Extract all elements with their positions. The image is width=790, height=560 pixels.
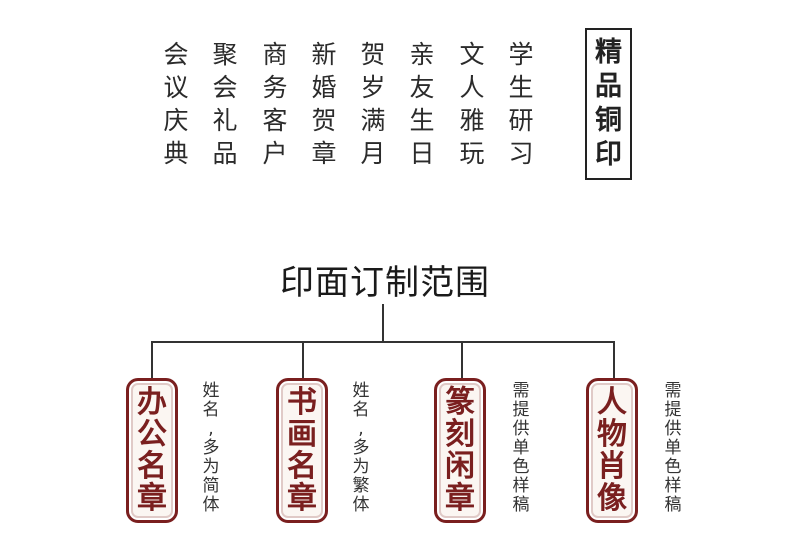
occasion-column: 聚会礼品 (212, 40, 238, 168)
occasion-column: 会议庆典 (163, 40, 189, 168)
connector-vertical-main (382, 304, 384, 342)
seal-stamp: 篆刻闲章 (434, 378, 486, 523)
occasion-column: 商务客户 (262, 40, 288, 168)
seal-note: 需提供单色样稿 (512, 381, 530, 515)
occasion-column: 贺岁满月 (360, 40, 386, 168)
seal-note: 姓名,多为简体 (202, 381, 220, 515)
seal-note: 需提供单色样稿 (664, 381, 682, 515)
seal-stamp: 人物肖像 (586, 378, 638, 523)
occasion-column: 学生研习 (508, 40, 534, 168)
occasion-column: 亲友生日 (409, 40, 435, 168)
seal-note: 姓名,多为繁体 (352, 381, 370, 515)
connector-branch-3 (461, 341, 463, 379)
connector-branch-1 (151, 341, 153, 379)
connector-branch-4 (613, 341, 615, 379)
occasion-column: 新婚贺章 (311, 40, 337, 168)
connector-branch-2 (302, 341, 304, 379)
connector-horizontal (151, 341, 615, 343)
section-heading: 印面订制范围 (280, 263, 490, 303)
product-badge: 精品铜印 (585, 28, 632, 180)
seal-stamp: 书画名章 (276, 378, 328, 523)
occasion-column: 文人雅玩 (459, 40, 485, 168)
seal-stamp: 办公名章 (126, 378, 178, 523)
